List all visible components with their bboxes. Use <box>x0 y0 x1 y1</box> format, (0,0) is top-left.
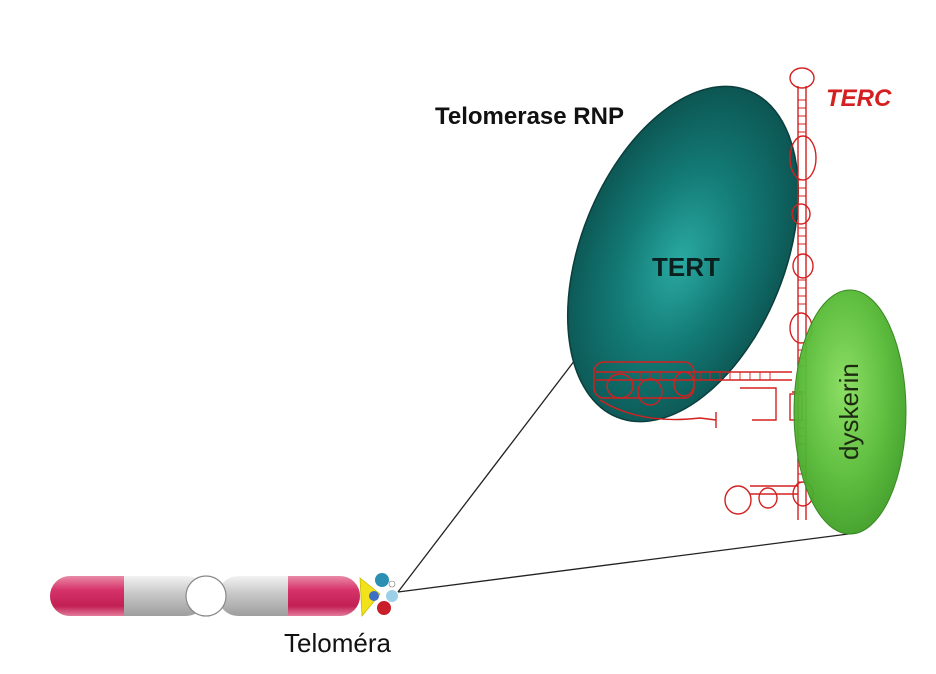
terc-arm-rungs <box>639 372 771 380</box>
terc-loop-2 <box>791 203 811 225</box>
terc-template-region <box>599 399 717 428</box>
telomere-complex-icon <box>359 573 398 618</box>
zoom-lines <box>397 359 857 593</box>
chromosome-left-telomere-band <box>50 576 124 616</box>
terc-pseudoknot-loop-c <box>673 371 695 397</box>
chromosome-centromere <box>185 575 227 617</box>
tert-protein <box>566 85 800 423</box>
zoom-line-upper <box>397 359 576 593</box>
dyskerin-protein <box>793 289 907 535</box>
telomere-label: Teloméra <box>284 628 391 658</box>
terc-pseudoknot-loop-a <box>606 373 634 399</box>
terc-label: TERC <box>826 85 892 112</box>
terc-loop-1 <box>789 135 817 181</box>
rnp-title: Telomerase RNP <box>435 103 624 130</box>
chromosome-right-telomere-band <box>288 576 360 616</box>
tert-label: TERT <box>652 252 720 282</box>
dyskerin-label: dyskerin <box>834 363 864 460</box>
terc-loop-3 <box>792 253 814 279</box>
terc-lower-loop <box>724 485 752 515</box>
zoom-line-lower <box>397 532 857 593</box>
chromosome <box>50 575 360 617</box>
terc-pseudoknot-loop-b <box>637 378 663 406</box>
terc-lower-loop-2 <box>758 487 778 509</box>
terc-lower-arm <box>750 485 798 495</box>
terc-top-loop <box>789 67 815 89</box>
